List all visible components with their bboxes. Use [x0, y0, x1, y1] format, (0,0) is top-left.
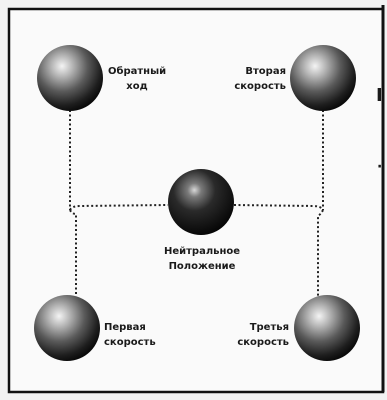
neutral-label-line1: Нейтральное: [150, 244, 254, 259]
first-gear-ball: [34, 295, 100, 361]
first-label: Первая скорость: [104, 320, 156, 350]
reverse-gear-ball: [37, 45, 103, 111]
third-label: Третья скорость: [216, 320, 289, 350]
neutral-label-line2: Положение: [150, 259, 254, 274]
first-label-line2: скорость: [104, 335, 156, 350]
first-label-line1: Первая: [104, 320, 156, 335]
reverse-label-line2: ход: [108, 79, 166, 94]
neutral-label: Нейтральное Положение: [150, 244, 254, 274]
reverse-label-line1: Обратный: [108, 64, 166, 79]
third-gear-ball: [294, 295, 360, 361]
third-label-line2: скорость: [216, 335, 289, 350]
second-label-line2: скорость: [212, 79, 286, 94]
neutral-ball: [168, 169, 234, 235]
edge-mark-top: I: [376, 88, 383, 103]
second-label-line1: Вторая: [212, 64, 286, 79]
third-label-line1: Третья: [216, 320, 289, 335]
reverse-label: Обратный ход: [108, 64, 166, 94]
second-gear-ball: [290, 45, 356, 111]
edge-mark-mid: ·: [377, 160, 382, 175]
second-label: Вторая скорость: [212, 64, 286, 94]
